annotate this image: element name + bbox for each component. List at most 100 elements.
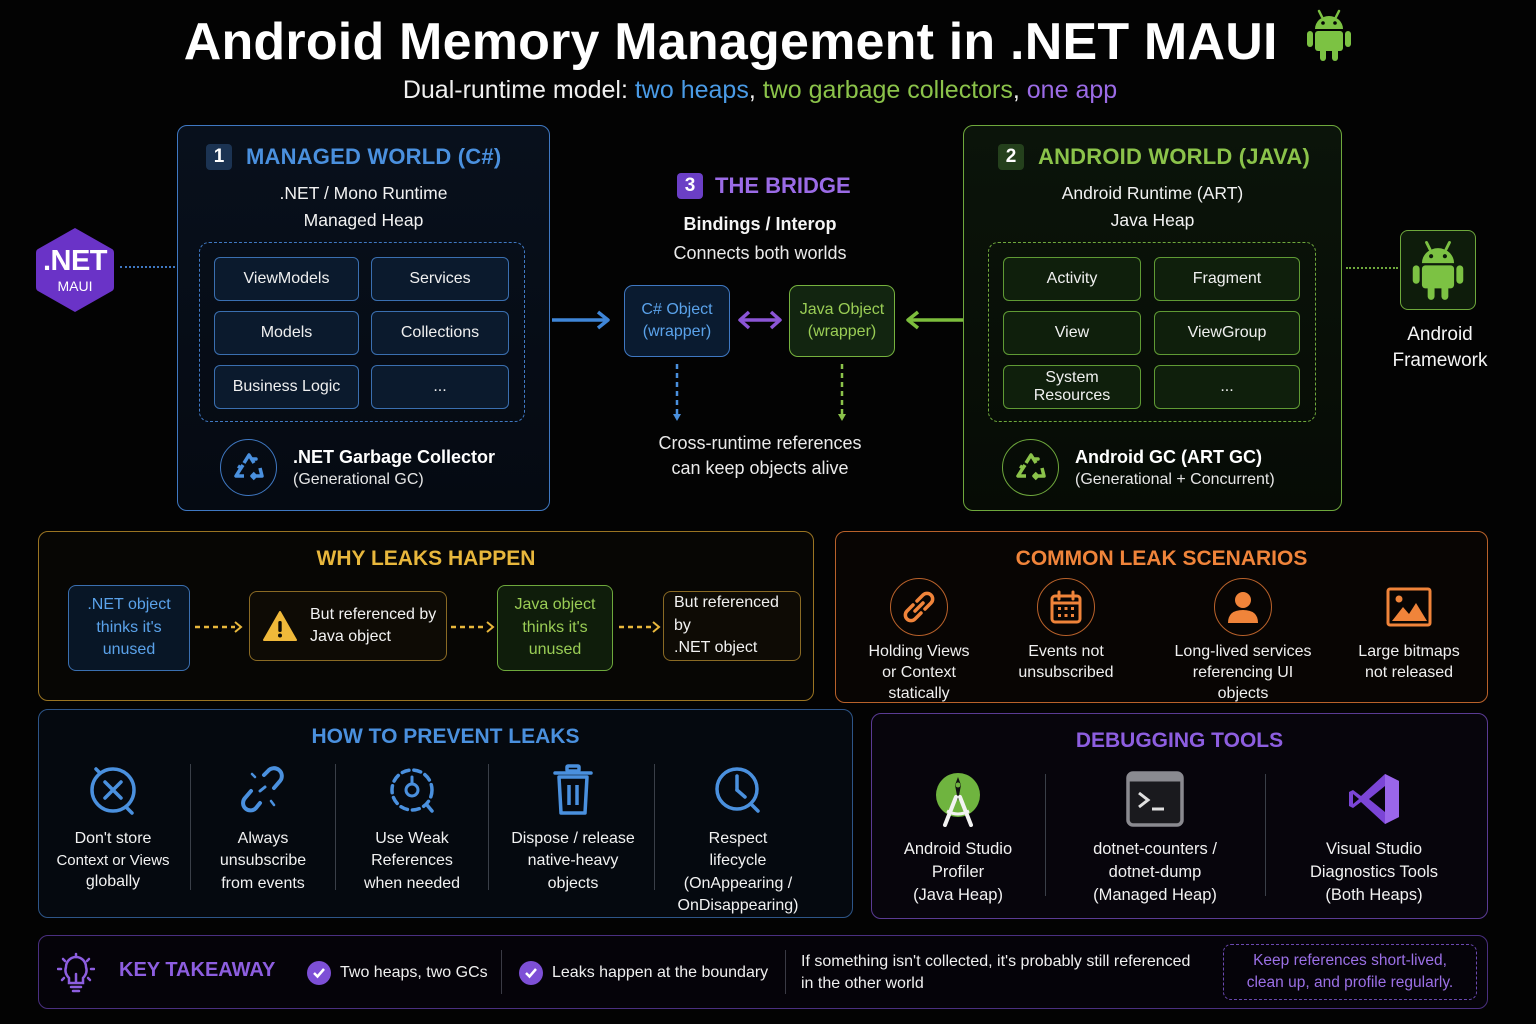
managed-runtime-label: .NET / Mono Runtime: [279, 183, 448, 203]
bridge-description: Connects both worlds: [673, 243, 847, 263]
scenario-text: Events not: [1028, 643, 1104, 660]
managed-gc-title: .NET Garbage Collector: [293, 446, 496, 467]
tool-dotnet-counters-dump: dotnet-counters / dotnet-dump (Managed H…: [1065, 770, 1245, 907]
no-entry-icon: [43, 760, 183, 820]
bidirectional-arrow-icon: [738, 310, 782, 330]
check-circle-icon: [307, 961, 331, 985]
tool-text: (Managed Heap): [1093, 886, 1217, 905]
why-leaks-panel: WHY LEAKS HAPPEN .NET object thinks it's…: [38, 531, 814, 701]
maui-connector-line: [120, 266, 175, 268]
debugging-tools-title: DEBUGGING TOOLS: [1075, 729, 1284, 752]
divider: [501, 950, 502, 994]
why-step-text: Java object: [310, 628, 391, 645]
takeaway-point-text: Two heaps, two GCs: [340, 964, 488, 981]
subtitle-separator: ,: [1012, 76, 1027, 104]
scenario-text: Large bitmaps: [1358, 643, 1460, 660]
subtitle-two-heaps: two heaps: [634, 76, 749, 104]
heap-item-more: ...: [371, 365, 509, 409]
heap-item-viewgroup: ViewGroup: [1154, 311, 1300, 355]
subtitle-one-app: one app: [1026, 76, 1118, 104]
common-leaks-title: COMMON LEAK SCENARIOS: [1015, 547, 1308, 570]
divider: [785, 950, 786, 994]
takeaway-tip-line2: clean up, and profile regularly.: [1246, 974, 1454, 991]
takeaway-statement-line1: If something isn't collected, it's proba…: [801, 953, 1191, 970]
heap-item-services: Services: [371, 257, 509, 301]
csharp-object-wrapper-label: (wrapper): [642, 323, 712, 340]
why-step-referenced-by-java: But referenced by Java object: [249, 591, 447, 661]
dotted-arrow-right-icon: [195, 621, 243, 633]
divider: [1045, 774, 1046, 896]
managed-world-header: 1 MANAGED WORLD (C#): [206, 144, 501, 170]
trash-icon: [494, 760, 652, 820]
lightbulb-icon: [57, 952, 95, 993]
android-gc-title: Android GC (ART GC): [1075, 446, 1262, 467]
android-runtime-label: Android Runtime (ART): [1061, 183, 1244, 203]
tool-text: (Both Heaps): [1325, 886, 1423, 905]
prevent-item-respect-lifecycle: Respect lifecycle (OnAppearing / OnDisap…: [663, 760, 813, 918]
android-framework-icon-box: [1400, 230, 1476, 310]
why-step-text: unused: [528, 641, 582, 659]
page-title-text: Android Memory Management in .NET MAUI: [183, 13, 1278, 71]
takeaway-point-two-heaps: Two heaps, two GCs: [307, 961, 488, 985]
managed-gc: .NET Garbage Collector (Generational GC): [220, 439, 495, 496]
terminal-icon: [1065, 770, 1245, 828]
managed-world-title: MANAGED WORLD (C#): [246, 144, 502, 169]
cross-runtime-note-line2: can keep objects alive: [671, 458, 849, 479]
managed-heap-label: Managed Heap: [303, 210, 424, 230]
android-gc-subtitle: (Generational + Concurrent): [1075, 470, 1275, 488]
scenario-text: Long-lived services: [1174, 643, 1312, 660]
takeaway-tip-line1: Keep references short-lived,: [1253, 952, 1447, 970]
java-heap-area: Activity Fragment View ViewGroup System …: [988, 242, 1316, 422]
takeaway-statement-line2: in the other world: [801, 975, 924, 993]
scenario-holding-views: Holding Views or Context statically: [839, 578, 999, 704]
takeaway-point-text: Leaks happen at the boundary: [552, 964, 769, 981]
bridge-title: THE BRIDGE: [715, 173, 851, 198]
managed-heap-area: ViewModels Services Models Collections B…: [199, 242, 525, 422]
prevent-item-text: Context or Views: [56, 852, 170, 870]
scenario-long-lived-services: Long-lived services referencing UI objec…: [1153, 578, 1333, 704]
common-leaks-panel: COMMON LEAK SCENARIOS Holding Views or C…: [835, 531, 1488, 703]
divider: [654, 764, 655, 890]
heap-item-fragment: Fragment: [1154, 257, 1300, 301]
prevent-item-text: native-heavy: [527, 852, 619, 870]
debugging-tools-panel: DEBUGGING TOOLS Android Studio Profiler …: [871, 713, 1488, 919]
android-robot-icon: [1306, 8, 1352, 75]
prevent-leaks-panel: HOW TO PREVENT LEAKS Don't store Context…: [38, 709, 853, 918]
java-object-wrapper-label: (wrapper): [807, 323, 877, 340]
subtitle-prefix: Dual-runtime model:: [402, 76, 635, 104]
tool-text: Visual Studio: [1325, 840, 1422, 858]
check-circle-icon: [519, 961, 543, 985]
link-icon: [890, 578, 948, 636]
dotted-arrow-right-icon: [619, 621, 661, 633]
maui-logo-maui: MAUI: [57, 278, 93, 294]
why-step-text: thinks it's: [96, 618, 162, 636]
divider: [488, 764, 489, 890]
warning-icon: [263, 611, 297, 641]
heap-item-activity: Activity: [1003, 257, 1141, 301]
scenario-text: referencing UI: [1192, 663, 1294, 681]
scenario-text: unsubscribed: [1018, 663, 1114, 681]
why-step-text: But referenced by: [674, 594, 779, 634]
prevent-item-no-global-context: Don't store Context or Views globally: [43, 760, 183, 894]
prevent-item-text: (OnAppearing /: [683, 874, 793, 892]
scenario-text: or Context: [882, 663, 956, 681]
heap-item-business-logic: Business Logic: [214, 365, 359, 409]
android-framework-label: Android Framework: [1380, 322, 1500, 373]
dotted-arrow-down-icon: [673, 364, 681, 421]
key-takeaway-title: KEY TAKEAWAY: [119, 959, 276, 981]
prevent-item-text: from events: [221, 874, 305, 892]
prevent-item-text: lifecycle: [709, 852, 767, 870]
subtitle-two-gcs: two garbage collectors: [762, 76, 1013, 104]
scenario-large-bitmaps: Large bitmaps not released: [1329, 578, 1489, 684]
heap-item-collections: Collections: [371, 311, 509, 355]
bridge-subtitle: Bindings / Interop: [683, 214, 837, 234]
subtitle-separator: ,: [748, 76, 763, 104]
why-step-text: .NET object: [674, 639, 758, 657]
prevent-item-text: OnDisappearing): [677, 897, 799, 915]
java-object-label: Java Object: [799, 300, 885, 318]
divider: [1265, 774, 1266, 896]
android-world-header: 2 ANDROID WORLD (JAVA): [998, 144, 1310, 170]
heap-item-more: ...: [1154, 365, 1300, 409]
heap-item-system-resources: System Resources: [1003, 365, 1141, 409]
why-step-dotnet-unused: .NET object thinks it's unused: [68, 585, 190, 671]
